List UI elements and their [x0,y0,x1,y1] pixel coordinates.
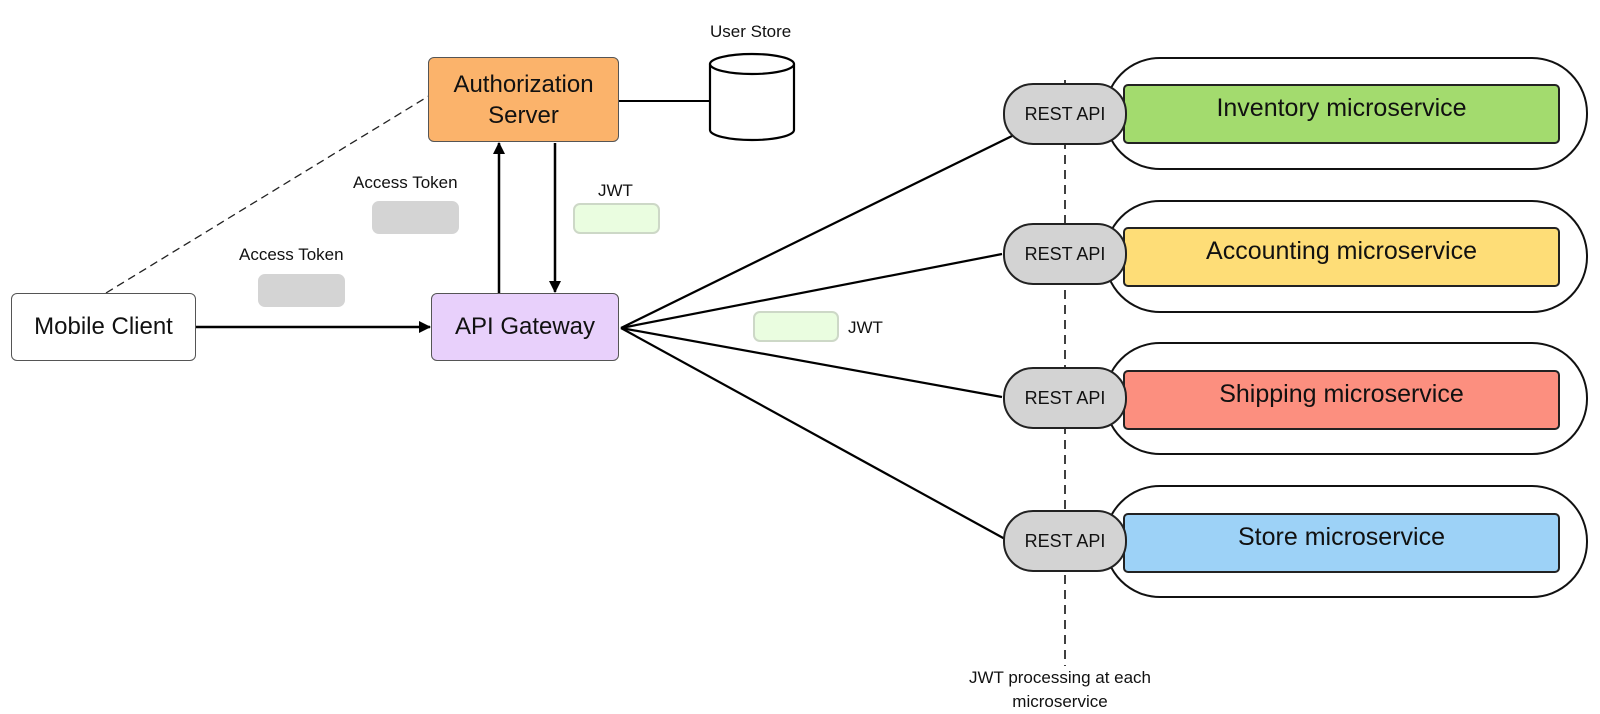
access-token-label-lower: Access Token [239,245,344,264]
access-token-badge-lower [258,274,345,307]
mobile-client-label: Mobile Client [34,313,173,340]
inventory-microservice-box: Inventory microservice [1123,84,1560,144]
store-microservice-box: Store microservice [1123,513,1560,573]
jwt-badge-lower [753,311,839,342]
jwt-badge-upper [573,203,660,234]
jwt-processing-footnote: JWT processing at each microservice [968,668,1152,711]
accounting-rest-api-label: REST API [1024,243,1106,264]
gateway-to-accounting-connector [620,252,1003,330]
store-rest-api-node: REST API [1003,510,1127,572]
store-rest-api-label: REST API [1024,530,1106,551]
inventory-microservice-label: Inventory microservice [1216,94,1467,122]
shipping-rest-api-label: REST API [1024,387,1106,408]
shipping-microservice-label: Shipping microservice [1219,380,1464,408]
user-store-label: User Store [710,22,792,41]
accounting-microservice-box: Accounting microservice [1123,227,1560,287]
user-store-database-icon [708,52,796,142]
client-auth-dashed-connector [105,93,433,294]
accounting-rest-api-node: REST API [1003,223,1127,285]
authorization-server-node: Authorization Server [428,57,619,142]
api-gateway-label: API Gateway [454,313,596,340]
mobile-client-node: Mobile Client [11,293,196,361]
api-gateway-node: API Gateway [431,293,619,361]
shipping-microservice-box: Shipping microservice [1123,370,1560,430]
access-token-label-upper: Access Token [353,173,458,192]
gateway-to-inventory-connector [620,135,1013,329]
inventory-rest-api-node: REST API [1003,83,1127,145]
access-token-badge-upper [372,201,459,234]
accounting-microservice-label: Accounting microservice [1206,237,1477,265]
gateway-to-store-connector [620,327,1006,540]
inventory-rest-api-label: REST API [1024,103,1106,124]
authorization-server-label-line-1: Authorization [453,70,594,98]
store-microservice-label: Store microservice [1238,523,1445,551]
gateway-to-shipping-connector [620,326,1003,399]
authorization-server-label-line-2: Server [488,101,559,129]
jwt-label-lower: JWT [848,318,883,337]
jwt-label-upper: JWT [598,181,633,200]
shipping-rest-api-node: REST API [1003,367,1127,429]
